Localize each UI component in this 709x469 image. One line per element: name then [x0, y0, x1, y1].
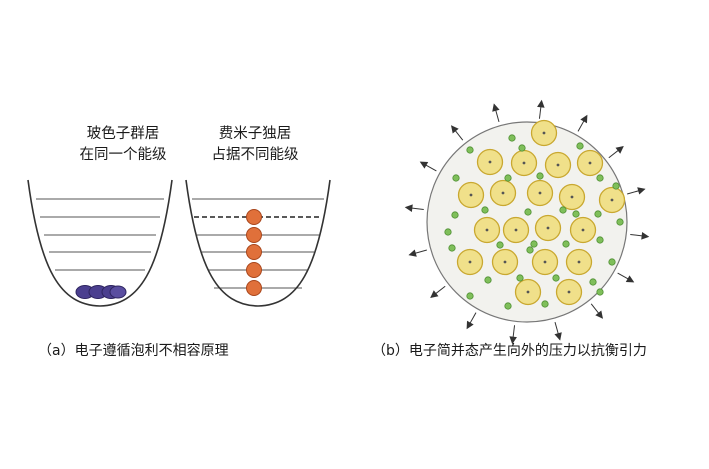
boson-label-line1: 玻色子群居 [86, 126, 160, 142]
electron [596, 236, 604, 244]
electron [536, 172, 544, 180]
boson-well [27, 179, 173, 307]
nucleus [598, 186, 626, 214]
nucleus [530, 119, 558, 147]
nucleus [576, 149, 604, 177]
electron [596, 288, 604, 296]
nucleus [510, 149, 538, 177]
pressure-arrow [537, 99, 545, 119]
electron [596, 174, 604, 182]
pressure-arrow [492, 103, 500, 122]
electron [608, 258, 616, 266]
electron [576, 142, 584, 150]
pressure-arrow [466, 312, 477, 330]
boson-particle [109, 285, 127, 299]
electron [541, 300, 549, 308]
boson-label: 玻色子群居 在同一个能级 [48, 124, 198, 166]
electron [572, 210, 580, 218]
fermion-particle [246, 244, 262, 260]
fermion-particle [246, 227, 262, 243]
pressure-arrows [404, 99, 650, 345]
electrons [444, 134, 624, 310]
nucleus [531, 248, 559, 276]
fermion-label-line1: 费米子独居 [218, 126, 292, 142]
caption-a: （a）电子遵循泡利不相容原理 [38, 343, 229, 359]
pressure-arrow [590, 303, 604, 319]
nucleus [457, 181, 485, 209]
electron [484, 276, 492, 284]
electron [552, 274, 560, 282]
electron [559, 206, 567, 214]
nucleus [491, 248, 519, 276]
electron [526, 246, 534, 254]
electron [466, 146, 474, 154]
nucleus [489, 179, 517, 207]
electron [562, 240, 570, 248]
pressure-arrow [630, 232, 650, 240]
boson-potential-curve [27, 179, 173, 307]
electron [496, 241, 504, 249]
nuclei [456, 119, 626, 306]
electron [524, 208, 532, 216]
boson-particles [75, 285, 127, 299]
nucleus [565, 248, 593, 276]
nucleus [514, 278, 542, 306]
pressure-arrow [419, 161, 437, 172]
nucleus [569, 216, 597, 244]
boson-label-line2: 在同一个能级 [79, 147, 167, 163]
electron [589, 278, 597, 286]
pressure-arrow [450, 125, 464, 141]
nucleus [544, 151, 572, 179]
pressure-arrow [408, 249, 427, 257]
electron [518, 144, 526, 152]
electron [448, 244, 456, 252]
nucleus [555, 278, 583, 306]
electron [466, 292, 474, 300]
pressure-arrow [577, 114, 588, 132]
pressure-arrow [608, 145, 624, 159]
boson-energy-levels [36, 198, 164, 271]
fermion-particles [246, 209, 262, 296]
fermion-well [185, 179, 331, 307]
electron [444, 228, 452, 236]
pressure-arrow [509, 325, 517, 345]
electron [452, 174, 460, 182]
nucleus [526, 179, 554, 207]
electron [612, 182, 620, 190]
electron [594, 210, 602, 218]
fermion-particle [246, 209, 262, 225]
nucleus [558, 183, 586, 211]
fermion-potential-curve [185, 179, 331, 307]
nucleus [534, 214, 562, 242]
nucleus [502, 216, 530, 244]
nucleus [473, 216, 501, 244]
pressure-arrow [617, 272, 635, 283]
electron [516, 274, 524, 282]
pressure-arrow [430, 285, 446, 299]
electron [508, 134, 516, 142]
pressure-arrow [627, 187, 646, 195]
nucleus [476, 148, 504, 176]
electron [616, 218, 624, 226]
nucleus [456, 248, 484, 276]
electron [481, 206, 489, 214]
pressure-arrow [404, 204, 424, 212]
degenerate-star [404, 99, 650, 345]
caption-b: （b）电子简并态产生向外的压力以抗衡引力 [372, 343, 647, 359]
electron [451, 211, 459, 219]
fermion-particle [246, 280, 262, 296]
electron [504, 174, 512, 182]
fermion-particle [246, 262, 262, 278]
electron [530, 240, 538, 248]
electron [504, 302, 512, 310]
pressure-arrow [554, 322, 562, 341]
fermion-label-line2: 占据不同能级 [211, 147, 299, 163]
fermion-label: 费米子独居 占据不同能级 [180, 124, 330, 166]
